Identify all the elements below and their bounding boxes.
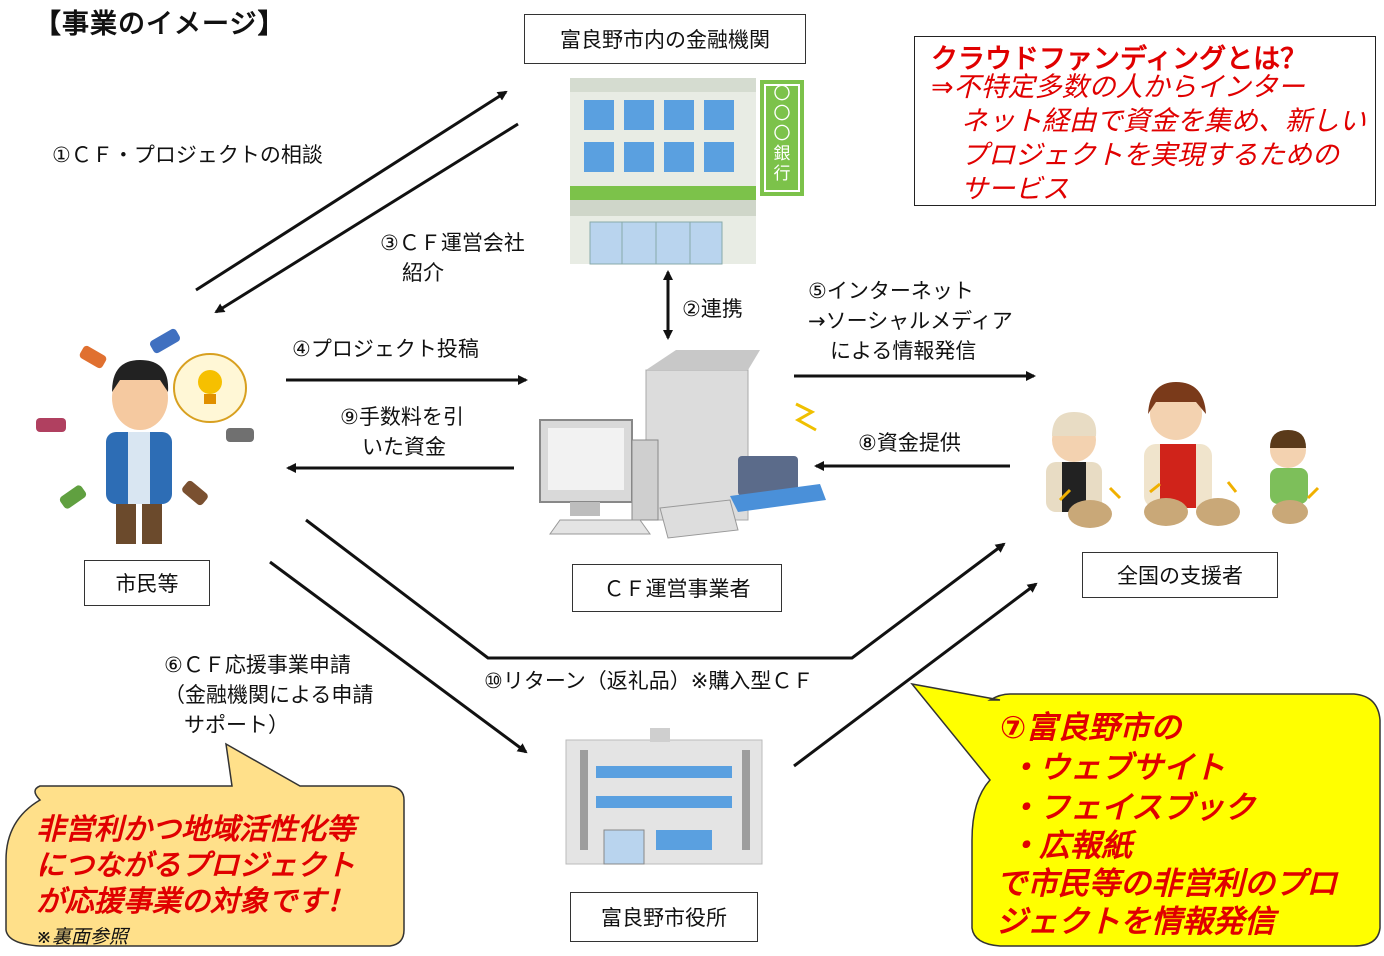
node-bank-label: 富良野市内の金融機関: [560, 28, 770, 52]
callout-right-shape: [910, 682, 1381, 947]
callout-right-line: ・広報紙: [1008, 828, 1132, 864]
node-supporters-label: 全国の支援者: [1117, 564, 1243, 588]
callout-left-line: が応援事業の対象です！: [36, 884, 356, 918]
page-title: 【事業のイメージ】: [34, 9, 286, 40]
supporters-illustration: [1046, 382, 1320, 528]
label-arrow-6-line: （金融機関による申請: [164, 683, 374, 707]
node-citizens-label: 市民等: [115, 572, 179, 596]
crowdfunding-definition-text: ⇒不特定多数の人からインター ネット経由で資金を集め、新しい プロジェクトを実現…: [931, 71, 1366, 207]
arrow-6-apply: [269, 560, 528, 754]
node-citizens: 市民等: [84, 560, 210, 606]
label-arrow-3-line: 紹介: [402, 261, 444, 285]
cf-operator-illustration: [539, 350, 826, 539]
label-arrow-5: ⑤インターネット →ソーシャルメディア による情報発信: [808, 276, 1013, 366]
node-city-hall: 富良野市役所: [570, 892, 758, 942]
callout-right-line: で市民等の非営利のプロ: [996, 866, 1337, 902]
label-arrow-5-line: →ソーシャルメディア: [808, 309, 1013, 333]
callout-left-shape: [5, 742, 405, 947]
crowdfunding-definition-title: クラウドファンディングとは？: [931, 44, 1308, 75]
callout-right-line: ・ウェブサイト: [1008, 750, 1225, 786]
node-cf-operator: ＣＦ運営事業者: [572, 564, 782, 612]
callout-left-line: につながるプロジェクト: [36, 848, 356, 882]
arrow-1-consult: [195, 90, 508, 292]
callout-right-line: ・フェイスブック: [1008, 790, 1256, 826]
node-city-hall-label: 富良野市役所: [601, 906, 727, 930]
label-arrow-3-line: ③ＣＦ運営会社: [380, 231, 525, 255]
bank-sign-char: 〇: [773, 124, 791, 144]
label-arrow-5-line: による情報発信: [830, 339, 977, 363]
definition-line: ネット経由で資金を集め、新しい: [961, 106, 1366, 137]
citizen-illustration: [36, 328, 254, 544]
callout-right-line: ⑦富良野市の: [1000, 710, 1182, 746]
bank-sign-char: 〇: [773, 104, 791, 124]
callout-left-line: 非営利かつ地域活性化等: [36, 812, 356, 846]
label-arrow-8: ⑧資金提供: [858, 431, 961, 455]
callout-right-line: ジェクトを情報発信: [996, 904, 1275, 940]
arrow-3-introduce: [214, 122, 519, 314]
arrow-10-return: [305, 518, 1006, 660]
label-arrow-9: ⑨手数料を引 いた資金: [340, 402, 464, 462]
arrow-7-publicize: [793, 582, 1038, 768]
definition-line: サービス: [961, 174, 1069, 205]
bank-sign-char: 〇: [773, 84, 791, 104]
label-arrow-6-line: ⑥ＣＦ応援事業申請: [164, 653, 351, 677]
bank-building-illustration: [570, 78, 804, 265]
label-arrow-5-line: ⑤インターネット: [808, 279, 974, 303]
definition-line: プロジェクトを実現するための: [961, 140, 1339, 171]
callout-left-sub: ※裏面参照: [36, 926, 128, 948]
city-hall-illustration: [565, 728, 763, 865]
label-arrow-3: ③ＣＦ運営会社 紹介: [380, 228, 525, 288]
label-arrow-9-line: ⑨手数料を引: [340, 405, 464, 429]
definition-line: ⇒不特定多数の人からインター: [931, 72, 1305, 103]
crowdfunding-definition-box: クラウドファンディングとは？ ⇒不特定多数の人からインター ネット経由で資金を集…: [914, 36, 1376, 206]
label-arrow-6: ⑥ＣＦ応援事業申請 （金融機関による申請 サポート）: [164, 650, 373, 740]
label-arrow-1: ①ＣＦ・プロジェクトの相談: [52, 143, 323, 167]
node-cf-operator-label: ＣＦ運営事業者: [603, 577, 751, 601]
label-arrow-6-line: サポート）: [184, 713, 289, 737]
label-arrow-2: ②連携: [682, 297, 743, 321]
label-arrow-10: ⑩リターン（返礼品）※購入型ＣＦ: [484, 669, 814, 693]
bank-sign-char: 行: [773, 164, 791, 184]
node-supporters: 全国の支援者: [1082, 552, 1278, 598]
label-arrow-4: ④プロジェクト投稿: [292, 337, 479, 361]
bank-sign: 〇 〇 〇 銀 行: [772, 84, 792, 184]
bank-sign-char: 銀: [773, 144, 791, 164]
label-arrow-9-line: いた資金: [362, 435, 446, 459]
node-bank: 富良野市内の金融機関: [524, 14, 806, 64]
